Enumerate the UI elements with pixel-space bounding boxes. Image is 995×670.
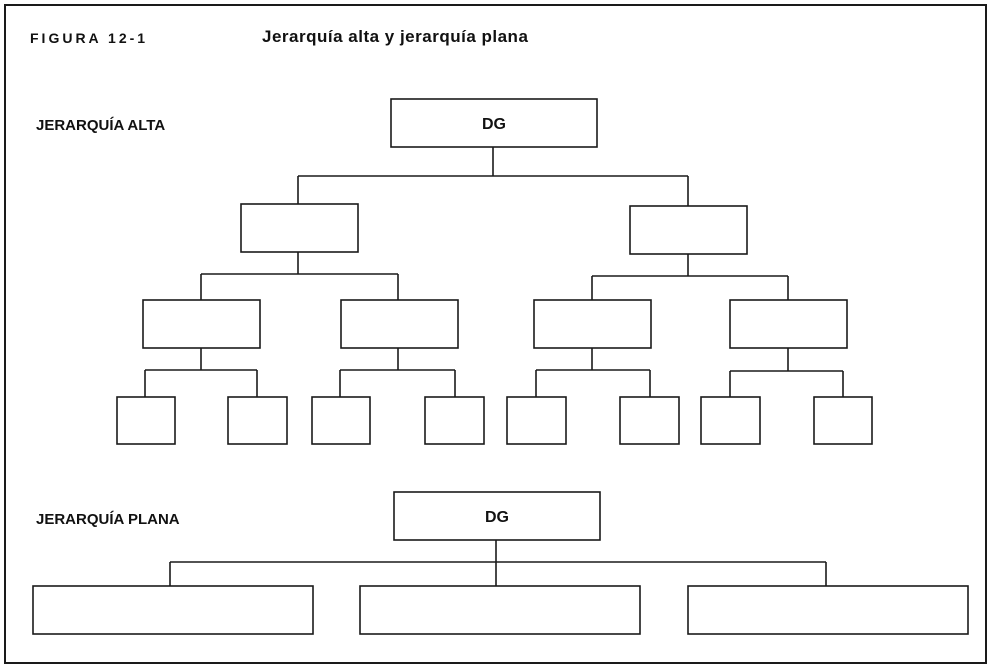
tall-dg-label: DG (482, 116, 506, 133)
tall-dg-node (390, 98, 598, 148)
tall-level2-node (240, 203, 359, 253)
tall-level4-node (700, 396, 761, 445)
tall-level4-node (813, 396, 873, 445)
tall-level3-node (142, 299, 261, 349)
flat-hierarchy-label: JERARQUÍA PLANA (36, 511, 180, 528)
flat-dg-label: DG (485, 509, 509, 526)
figure-frame (4, 4, 987, 664)
flat-hierarchy-chart: DG (32, 491, 969, 635)
tall-level3-node (729, 299, 848, 349)
tall-level2-node (629, 205, 748, 255)
tall-level3-node (340, 299, 459, 349)
tall-hierarchy-label: JERARQUÍA ALTA (36, 117, 166, 134)
tall-level4-node (619, 396, 680, 445)
flat-subordinate-node (359, 585, 641, 635)
tall-level4-node (311, 396, 371, 445)
tall-level3-node (533, 299, 652, 349)
tall-level4-node (424, 396, 485, 445)
flat-subordinate-node (687, 585, 969, 635)
flat-subordinate-node (32, 585, 314, 635)
figure-title: Jerarquía alta y jerarquía plana (262, 27, 529, 46)
tall-level4-node (227, 396, 288, 445)
tall-level4-node (116, 396, 176, 445)
tall-hierarchy-chart: DG (116, 98, 873, 445)
figure-number: FIGURA 12-1 (30, 30, 149, 46)
flat-dg-node (393, 491, 601, 541)
tall-level4-node (506, 396, 567, 445)
